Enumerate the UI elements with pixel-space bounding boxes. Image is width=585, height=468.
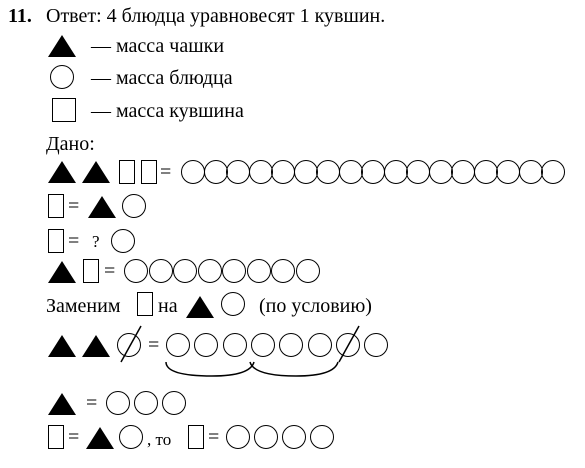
saucer-circle-icon (364, 333, 389, 357)
then-text: , то (147, 430, 172, 449)
equals-sign: = (208, 426, 220, 448)
saucer-circle-icon (106, 391, 130, 415)
crossed-saucer-circle-icon (117, 333, 141, 357)
replace-word: Заменим (46, 295, 121, 317)
saucer-circle-icon (310, 425, 334, 449)
jug-rectangle-icon (48, 425, 64, 449)
legend-cup-text: — масса чашки (91, 35, 225, 57)
jug-rectangle-icon (141, 160, 157, 184)
saucer-circle-icon (282, 425, 306, 449)
saucer-circle-icon (222, 259, 246, 283)
saucer-circle-icon (222, 333, 247, 357)
saucer-circle-icon (194, 333, 219, 357)
cup-triangle-icon (48, 161, 76, 183)
on-word: на (158, 295, 178, 317)
jug-rectangle-icon (52, 98, 76, 122)
jug-rectangle-icon (83, 259, 99, 283)
cup-triangle-icon (48, 261, 76, 283)
saucer-circle-icon (122, 194, 146, 218)
saucer-circle-icon (335, 333, 360, 357)
equals-sign: = (104, 260, 116, 282)
saucer-circle-icon (173, 259, 197, 283)
cup-triangle-icon (186, 296, 214, 318)
saucer-circle-icon (271, 259, 295, 283)
equals-sign: = (68, 426, 80, 448)
saucer-circle-icon (541, 160, 565, 184)
jug-rectangle-icon (119, 160, 135, 184)
cup-triangle-icon (48, 35, 76, 57)
saucer-circle-icon (134, 391, 158, 415)
jug-rectangle-icon (48, 194, 64, 218)
jug-rectangle-icon (137, 292, 153, 316)
saucer-circle-icon (50, 65, 74, 89)
saucer-circle-icon (119, 425, 143, 449)
jug-rectangle-icon (48, 229, 64, 253)
saucer-circle-icon (162, 391, 186, 415)
equals-sign: = (160, 161, 172, 183)
legend-jug-text: — масса кувшина (91, 100, 244, 122)
saucer-circle-icon (254, 425, 278, 449)
equals-sign: = (68, 195, 80, 217)
given-label: Дано: (46, 133, 95, 155)
saucer-circle-icon (279, 333, 304, 357)
group-brace (165, 361, 255, 377)
saucer-circle-icon (250, 333, 275, 357)
question-mark: ? (92, 232, 100, 251)
cup-triangle-icon (82, 161, 110, 183)
equals-sign: = (86, 392, 98, 414)
group-brace (249, 361, 339, 377)
cup-triangle-icon (48, 393, 76, 415)
cup-triangle-icon (86, 427, 114, 449)
saucer-circle-icon (148, 259, 173, 283)
problem-number: 11. (8, 5, 32, 27)
saucer-circle-icon (166, 333, 190, 357)
saucer-circle-icon (307, 333, 332, 357)
equals-sign: = (148, 334, 160, 356)
cup-triangle-icon (88, 196, 116, 218)
strike-line (338, 325, 360, 363)
strike-line (120, 325, 142, 363)
saucer-circle-icon (295, 259, 320, 283)
condition-text: (по условию) (259, 295, 372, 317)
saucer-circle-icon (197, 259, 222, 283)
saucer-circle-icon (111, 229, 135, 253)
saucer-circle-icon (246, 259, 271, 283)
answer-text: Ответ: 4 блюдца уравновесят 1 кувшин. (46, 5, 386, 27)
saucer-circle-icon (124, 259, 148, 283)
cup-triangle-icon (82, 335, 110, 357)
saucer-circle-icon (226, 425, 250, 449)
cup-triangle-icon (48, 335, 76, 357)
saucer-circle-icon (221, 292, 245, 316)
equals-sign: = (68, 230, 80, 252)
jug-rectangle-icon (188, 425, 204, 449)
legend-saucer-text: — масса блюдца (91, 67, 233, 89)
